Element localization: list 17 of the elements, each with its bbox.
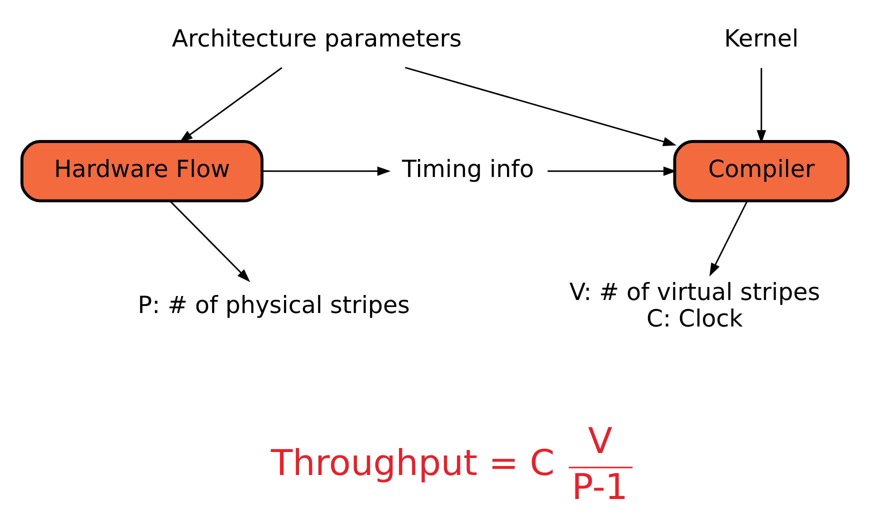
node-text: Kernel bbox=[724, 24, 798, 52]
label: V bbox=[588, 421, 612, 462]
arrow bbox=[404, 66, 676, 146]
arrow bbox=[756, 68, 766, 144]
arrow bbox=[262, 166, 390, 176]
arrow bbox=[547, 166, 676, 176]
node-text: P: # of physical stripes bbox=[137, 291, 410, 320]
node-text: Architecture parameters bbox=[171, 24, 462, 52]
node-box: Hardware Flow bbox=[20, 140, 263, 202]
arrow bbox=[168, 200, 250, 282]
label: P-1 bbox=[571, 466, 628, 508]
arrow bbox=[178, 67, 282, 142]
node-text: Timing info bbox=[401, 154, 534, 183]
node-box: Compiler bbox=[672, 140, 850, 202]
label: Throughput = C bbox=[270, 443, 554, 484]
arrow bbox=[708, 200, 748, 277]
node-text: V: # of virtual stripes C: Clock bbox=[568, 278, 820, 332]
